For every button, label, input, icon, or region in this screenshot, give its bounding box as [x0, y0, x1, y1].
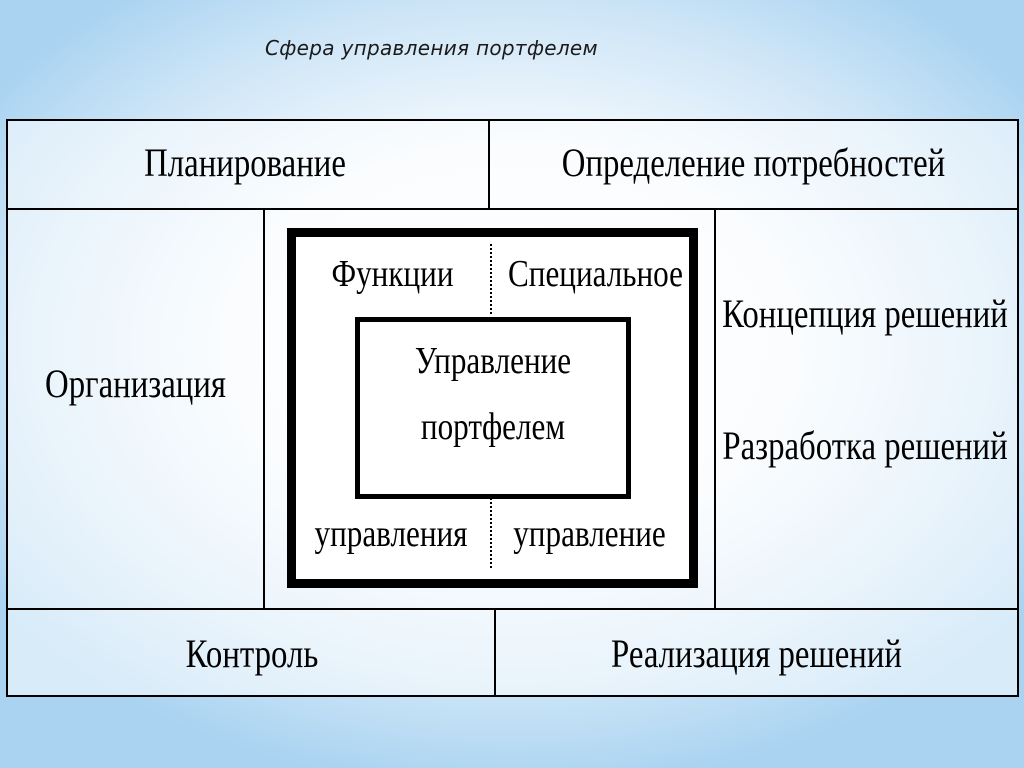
- table-border-left: [6, 119, 8, 697]
- center-management: управление: [513, 513, 666, 555]
- col-divider-middle-right: [714, 208, 716, 610]
- core-line-1: Управление: [414, 340, 572, 382]
- center-management-genitive: управления: [314, 513, 468, 555]
- cell-solution-implementation: Реализация решений: [611, 631, 902, 676]
- col-divider-bottom: [494, 608, 496, 697]
- table-border-top: [6, 119, 1019, 121]
- cell-organization: Организация: [45, 361, 226, 406]
- core-line-2: портфелем: [420, 406, 566, 448]
- cell-solution-development: Разработка решений: [722, 423, 1008, 468]
- dotted-divider-top: [490, 244, 492, 314]
- center-special: Специальное: [508, 253, 683, 295]
- dotted-divider-bottom: [490, 498, 492, 568]
- cell-control: Контроль: [185, 631, 319, 676]
- inner-frame: [355, 317, 631, 499]
- row-divider-bottom-left: [6, 608, 496, 610]
- cell-solution-concept: Концепция решений: [722, 291, 1008, 336]
- cell-needs-definition: Определение потребностей: [561, 140, 946, 185]
- slide-title: Сфера управления портфелем: [265, 36, 598, 60]
- col-divider-middle-left: [263, 208, 265, 610]
- row-divider-top: [6, 208, 1019, 210]
- table-border-bottom: [6, 695, 1019, 697]
- col-divider-top: [488, 119, 490, 209]
- table-border-right: [1017, 119, 1019, 697]
- row-divider-bottom-right: [496, 608, 1019, 610]
- cell-planning: Планирование: [144, 140, 346, 185]
- center-functions: Функции: [331, 253, 454, 295]
